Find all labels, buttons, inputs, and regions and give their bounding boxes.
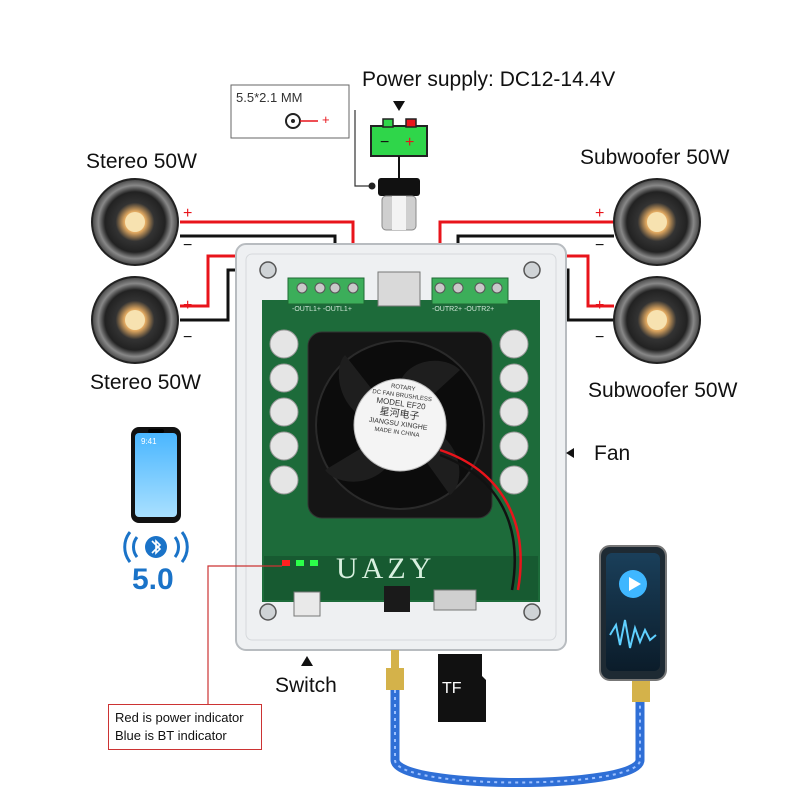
jack-wire bbox=[354, 110, 372, 187]
svg-text:+: + bbox=[183, 297, 192, 314]
terminal-block-right bbox=[431, 277, 509, 305]
power-switch bbox=[293, 591, 321, 617]
led-green bbox=[296, 560, 304, 566]
phone-time: 9:41 bbox=[141, 437, 157, 446]
indicator-red-text: Red is power indicator bbox=[115, 710, 244, 725]
svg-text:+: + bbox=[405, 134, 414, 151]
speaker-sub-top bbox=[613, 178, 701, 266]
svg-text:−: − bbox=[595, 329, 604, 346]
sub-bottom-label: Subwoofer 50W bbox=[588, 379, 738, 402]
svg-text:−: − bbox=[183, 329, 192, 346]
svg-text:+: + bbox=[595, 297, 604, 314]
speaker-sub-bottom bbox=[613, 276, 701, 364]
tf-card-icon bbox=[438, 654, 486, 722]
fan-arrow bbox=[566, 448, 574, 458]
aux-socket bbox=[384, 586, 410, 612]
fan-label: Fan bbox=[594, 442, 631, 465]
power-arrow bbox=[393, 101, 405, 111]
cooling-fan bbox=[307, 331, 493, 519]
jack-size-label: 5.5*2.1 MM bbox=[236, 90, 303, 105]
power-supply-label: Power supply: DC12-14.4V bbox=[362, 68, 616, 91]
board-brand: UAZY bbox=[336, 552, 436, 585]
sub-top-label: Subwoofer 50W bbox=[580, 146, 730, 169]
bluetooth-icon bbox=[123, 531, 189, 563]
case-screws bbox=[259, 261, 541, 621]
svg-text:−: − bbox=[183, 237, 192, 254]
speaker-stereo-bottom bbox=[91, 276, 179, 364]
capacitors-right bbox=[499, 329, 529, 495]
dc-socket bbox=[377, 271, 421, 307]
svg-text:−: − bbox=[595, 237, 604, 254]
capacitors-left bbox=[269, 329, 299, 495]
board-out-right: -OUTR2+ -OUTR2+ bbox=[432, 306, 495, 313]
jack-plus-label: + bbox=[322, 112, 330, 127]
tf-card-label: TF bbox=[442, 680, 462, 697]
jack-box bbox=[230, 84, 350, 139]
mp3-player-icon bbox=[599, 545, 667, 681]
svg-text:+: + bbox=[595, 205, 604, 222]
svg-text:+: + bbox=[183, 205, 192, 222]
terminal-block-left bbox=[287, 277, 365, 305]
tf-socket bbox=[433, 589, 477, 611]
led-red bbox=[282, 560, 290, 566]
smartphone-icon bbox=[131, 427, 181, 523]
board-out-left: -OUTL1+ -OUTL1+ bbox=[292, 306, 352, 313]
svg-text:−: − bbox=[380, 134, 389, 151]
switch-label: Switch bbox=[275, 674, 337, 697]
speaker-stereo-top bbox=[91, 178, 179, 266]
indicator-leader bbox=[207, 565, 282, 704]
stereo-bottom-label: Stereo 50W bbox=[90, 371, 201, 394]
indicator-note: Red is power indicator Blue is BT indica… bbox=[108, 704, 262, 750]
bt-version-label: 5.0 bbox=[132, 563, 174, 596]
stereo-top-label: Stereo 50W bbox=[86, 150, 197, 173]
aux-cable bbox=[386, 650, 650, 787]
switch-arrow bbox=[301, 656, 313, 666]
indicator-blue-text: Blue is BT indicator bbox=[115, 728, 227, 743]
dc-plug bbox=[378, 178, 420, 196]
fan-wire bbox=[439, 448, 522, 591]
